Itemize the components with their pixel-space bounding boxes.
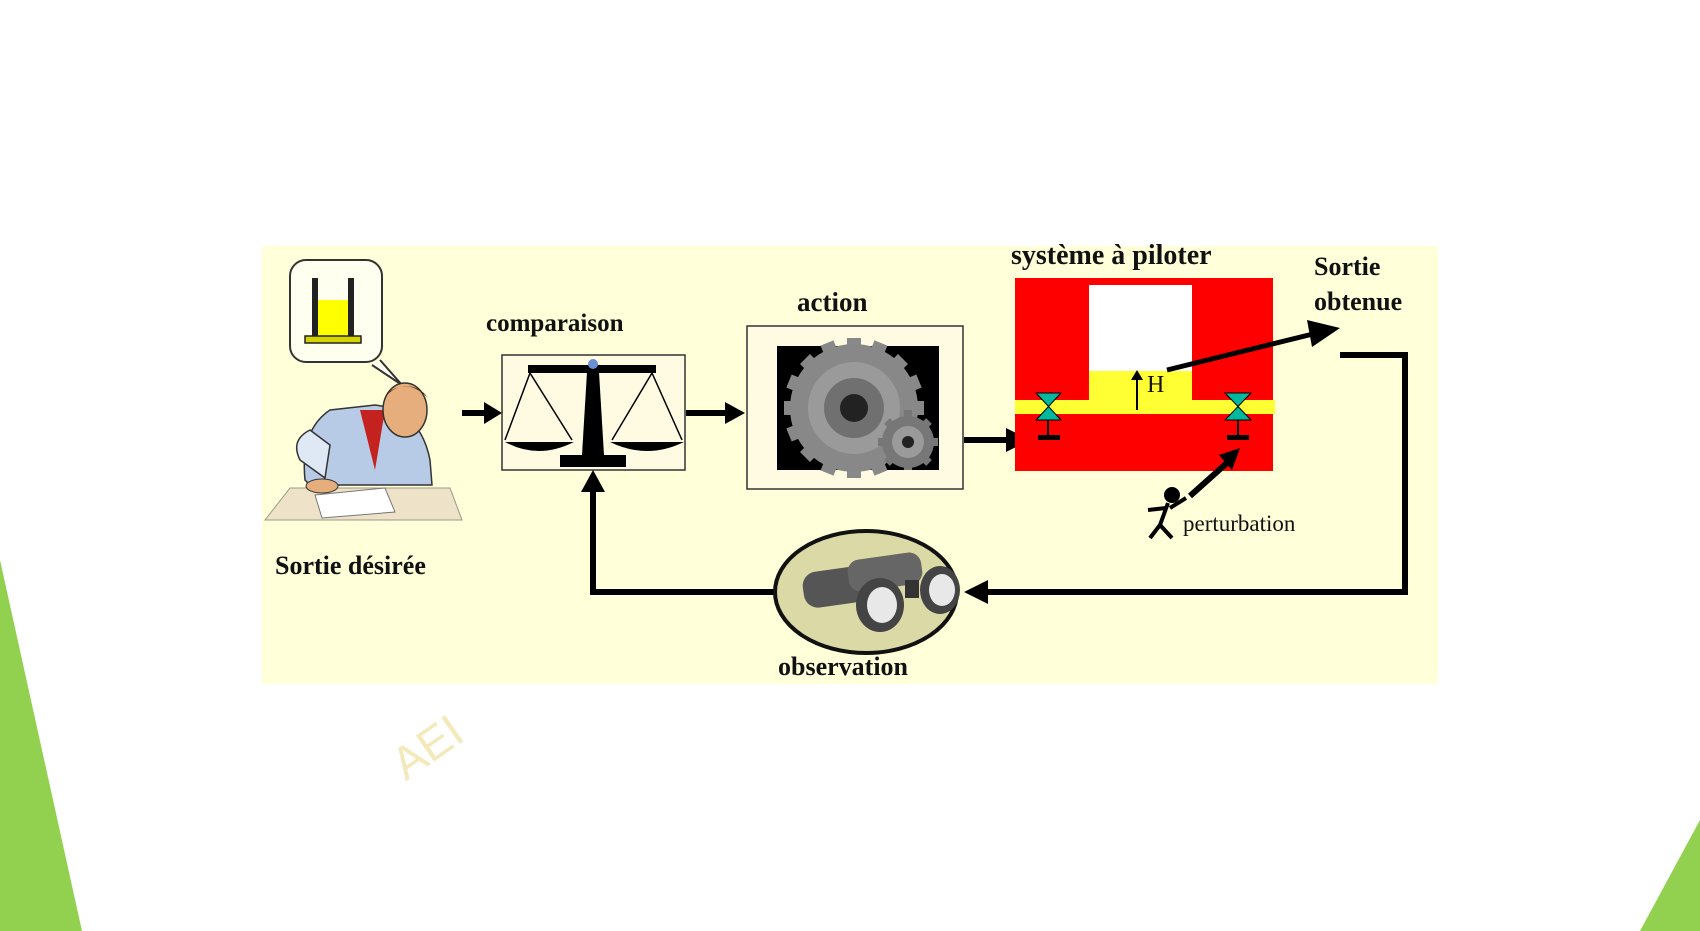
output-label-line1: Sortie (1314, 252, 1381, 281)
system-label: système à piloter (1011, 240, 1212, 271)
output-label-line2: obtenue (1314, 287, 1403, 316)
inlet-valve-icon (1034, 392, 1063, 440)
thought-bubble-icon (289, 259, 403, 386)
desired-output-label: Sortie désirée (275, 551, 426, 580)
action-label: action (797, 287, 868, 317)
comparison-label: comparaison (486, 310, 624, 337)
disturbance-figure-icon (1147, 487, 1188, 540)
binoculars-icon (773, 529, 960, 655)
observation-label: observation (778, 652, 908, 681)
balance-scale-icon (504, 359, 684, 467)
disturbance-label: perturbation (1183, 511, 1296, 536)
tank-system-icon (1015, 278, 1275, 471)
level-label: H (1147, 372, 1165, 398)
gears-icon (784, 338, 938, 478)
outlet-valve-icon (1223, 392, 1253, 440)
person-at-desk-icon (263, 382, 463, 521)
